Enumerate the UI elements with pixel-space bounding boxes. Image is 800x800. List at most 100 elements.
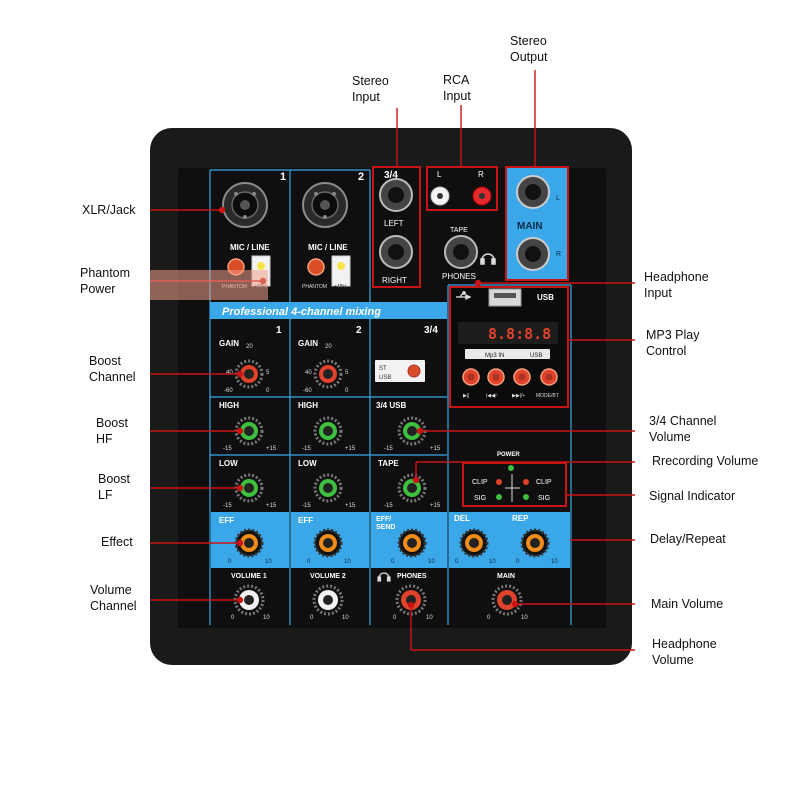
callout-mp3-play-control: MP3 Play Control bbox=[646, 327, 700, 359]
st-usb-switch[interactable] bbox=[407, 364, 421, 378]
repeat-knob[interactable] bbox=[520, 528, 550, 558]
eff-knob-2[interactable] bbox=[313, 528, 343, 558]
rca-input-highlight bbox=[426, 166, 498, 211]
gain-scale-0-2: 0 bbox=[345, 388, 349, 394]
low-knob-2[interactable] bbox=[313, 473, 343, 503]
del-label: DEL bbox=[454, 514, 470, 523]
callout-rca-input: RCA Input bbox=[443, 72, 471, 104]
callout-stereo-output-line1: Stereo bbox=[510, 34, 547, 48]
eff-scale-max-2: 10 bbox=[344, 559, 351, 565]
high-knob-1[interactable] bbox=[234, 416, 264, 446]
right-label: RIGHT bbox=[382, 276, 407, 285]
gain-knob-2[interactable] bbox=[313, 359, 343, 389]
volume-knob-2[interactable] bbox=[312, 584, 344, 616]
callout-rca-input-line2: Input bbox=[443, 89, 471, 103]
callout-stereo-input: Stereo Input bbox=[352, 73, 389, 105]
delay-knob[interactable] bbox=[459, 528, 489, 558]
vol2-scale-min: 0 bbox=[310, 615, 314, 621]
rca-left-jack[interactable] bbox=[430, 186, 450, 206]
volume-knob-1[interactable] bbox=[233, 584, 265, 616]
mp3-mode-button[interactable] bbox=[540, 368, 558, 386]
low-label-2: LOW bbox=[298, 459, 317, 468]
callout-phantom-power-line1: Phantom bbox=[80, 266, 131, 280]
mp3-play-pause-button[interactable] bbox=[462, 368, 480, 386]
gain-scale-5-2: 5 bbox=[345, 370, 349, 376]
low-scale-min-1: -15 bbox=[223, 503, 232, 509]
callout-34-channel-volume-line2: Volume bbox=[649, 430, 691, 444]
del-scale-max: 10 bbox=[489, 559, 496, 565]
usb-34-volume-knob[interactable] bbox=[397, 416, 427, 446]
eff-label-2: EFF bbox=[298, 516, 313, 525]
plus48v-label-2: +48V bbox=[334, 284, 346, 290]
callout-boost-hf-line1: Boost bbox=[96, 416, 128, 430]
phantom-power-highlight bbox=[150, 270, 268, 300]
usb-34-label: 3/4 USB bbox=[376, 401, 406, 410]
callout-volume-channel-line1: Volume bbox=[90, 583, 132, 597]
low-knob-1[interactable] bbox=[234, 473, 264, 503]
eff-label-1: EFF bbox=[219, 516, 234, 525]
callout-delay-repeat-line1: Delay/Repeat bbox=[650, 532, 726, 546]
banner bbox=[210, 302, 447, 319]
power-label: POWER bbox=[497, 452, 520, 458]
clip-led-right bbox=[523, 479, 529, 485]
phantom-indicator-2 bbox=[331, 255, 351, 287]
gain-scale-0-1: 0 bbox=[266, 388, 270, 394]
high-scale-min-2: -15 bbox=[302, 446, 311, 452]
callout-stereo-output: Stereo Output bbox=[510, 33, 548, 65]
callout-effect: Effect bbox=[101, 534, 133, 550]
gain-scale-40-2: 40 bbox=[305, 370, 312, 376]
rca-r-label: R bbox=[478, 170, 484, 179]
phones-label-top: PHONES bbox=[442, 272, 476, 281]
mp3-prev-label: |◀◀/- bbox=[486, 393, 498, 399]
ch2-number-top: 2 bbox=[358, 171, 364, 183]
gain-label-2: GAIN bbox=[298, 339, 318, 348]
eff-knob-1[interactable] bbox=[234, 528, 264, 558]
callout-headphone-volume-line1: Headphone bbox=[652, 637, 717, 651]
low-scale-max-2: +15 bbox=[345, 503, 356, 509]
high-scale-max-1: +15 bbox=[266, 446, 277, 452]
xlr-jack-2[interactable] bbox=[302, 182, 348, 228]
mic-line-label-1: MIC / LINE bbox=[230, 243, 270, 252]
main-volume-knob[interactable] bbox=[491, 584, 523, 616]
high-label-2: HIGH bbox=[298, 401, 318, 410]
gain-scale-min-2: -60 bbox=[303, 388, 312, 394]
clip-label-right: CLIP bbox=[536, 479, 552, 486]
vol1-scale-min: 0 bbox=[231, 615, 235, 621]
headphone-input-jack[interactable] bbox=[444, 235, 478, 269]
callout-boost-channel: Boost Channel bbox=[89, 353, 136, 385]
callout-stereo-output-line2: Output bbox=[510, 50, 548, 64]
gain-scale-5-1: 5 bbox=[266, 370, 270, 376]
sig-label-right: SIG bbox=[538, 495, 550, 502]
tape-volume-knob[interactable] bbox=[397, 473, 427, 503]
tape-scale-max: +15 bbox=[430, 503, 441, 509]
stereo-input-left-jack[interactable] bbox=[379, 178, 413, 212]
low-label-1: LOW bbox=[219, 459, 238, 468]
eff-scale-min-2: 0 bbox=[307, 559, 311, 565]
callout-phantom-power: Phantom Power bbox=[80, 265, 130, 297]
stereo-output-right-jack[interactable] bbox=[516, 237, 550, 271]
phantom-switch-2[interactable] bbox=[307, 258, 325, 276]
ch34-label-top: 3/4 bbox=[384, 170, 398, 181]
xlr-jack-1[interactable] bbox=[222, 182, 268, 228]
callout-mp3-play-control-line2: Control bbox=[646, 344, 687, 358]
high-knob-2[interactable] bbox=[313, 416, 343, 446]
low-scale-min-2: -15 bbox=[302, 503, 311, 509]
main-scale-min: 0 bbox=[487, 615, 491, 621]
callout-volume-channel-line2: Channel bbox=[90, 599, 137, 613]
eff-send-knob[interactable] bbox=[397, 528, 427, 558]
st-label: ST bbox=[379, 366, 387, 372]
mp3-display bbox=[458, 322, 558, 344]
stereo-output-left-jack[interactable] bbox=[516, 175, 550, 209]
gain-knob-1[interactable] bbox=[234, 359, 264, 389]
headphone-small-icon bbox=[377, 572, 391, 582]
usb-34-scale-max: +15 bbox=[430, 446, 441, 452]
tape-volume-label: TAPE bbox=[378, 459, 399, 468]
gain-scale-20-2: 20 bbox=[325, 344, 332, 350]
stereo-input-right-jack[interactable] bbox=[379, 235, 413, 269]
rca-right-jack[interactable] bbox=[472, 186, 492, 206]
mp3-next-button[interactable] bbox=[513, 368, 531, 386]
vol1-scale-max: 10 bbox=[263, 615, 270, 621]
mp3-prev-button[interactable] bbox=[487, 368, 505, 386]
callout-headphone-input-line1: Headphone bbox=[644, 270, 709, 284]
